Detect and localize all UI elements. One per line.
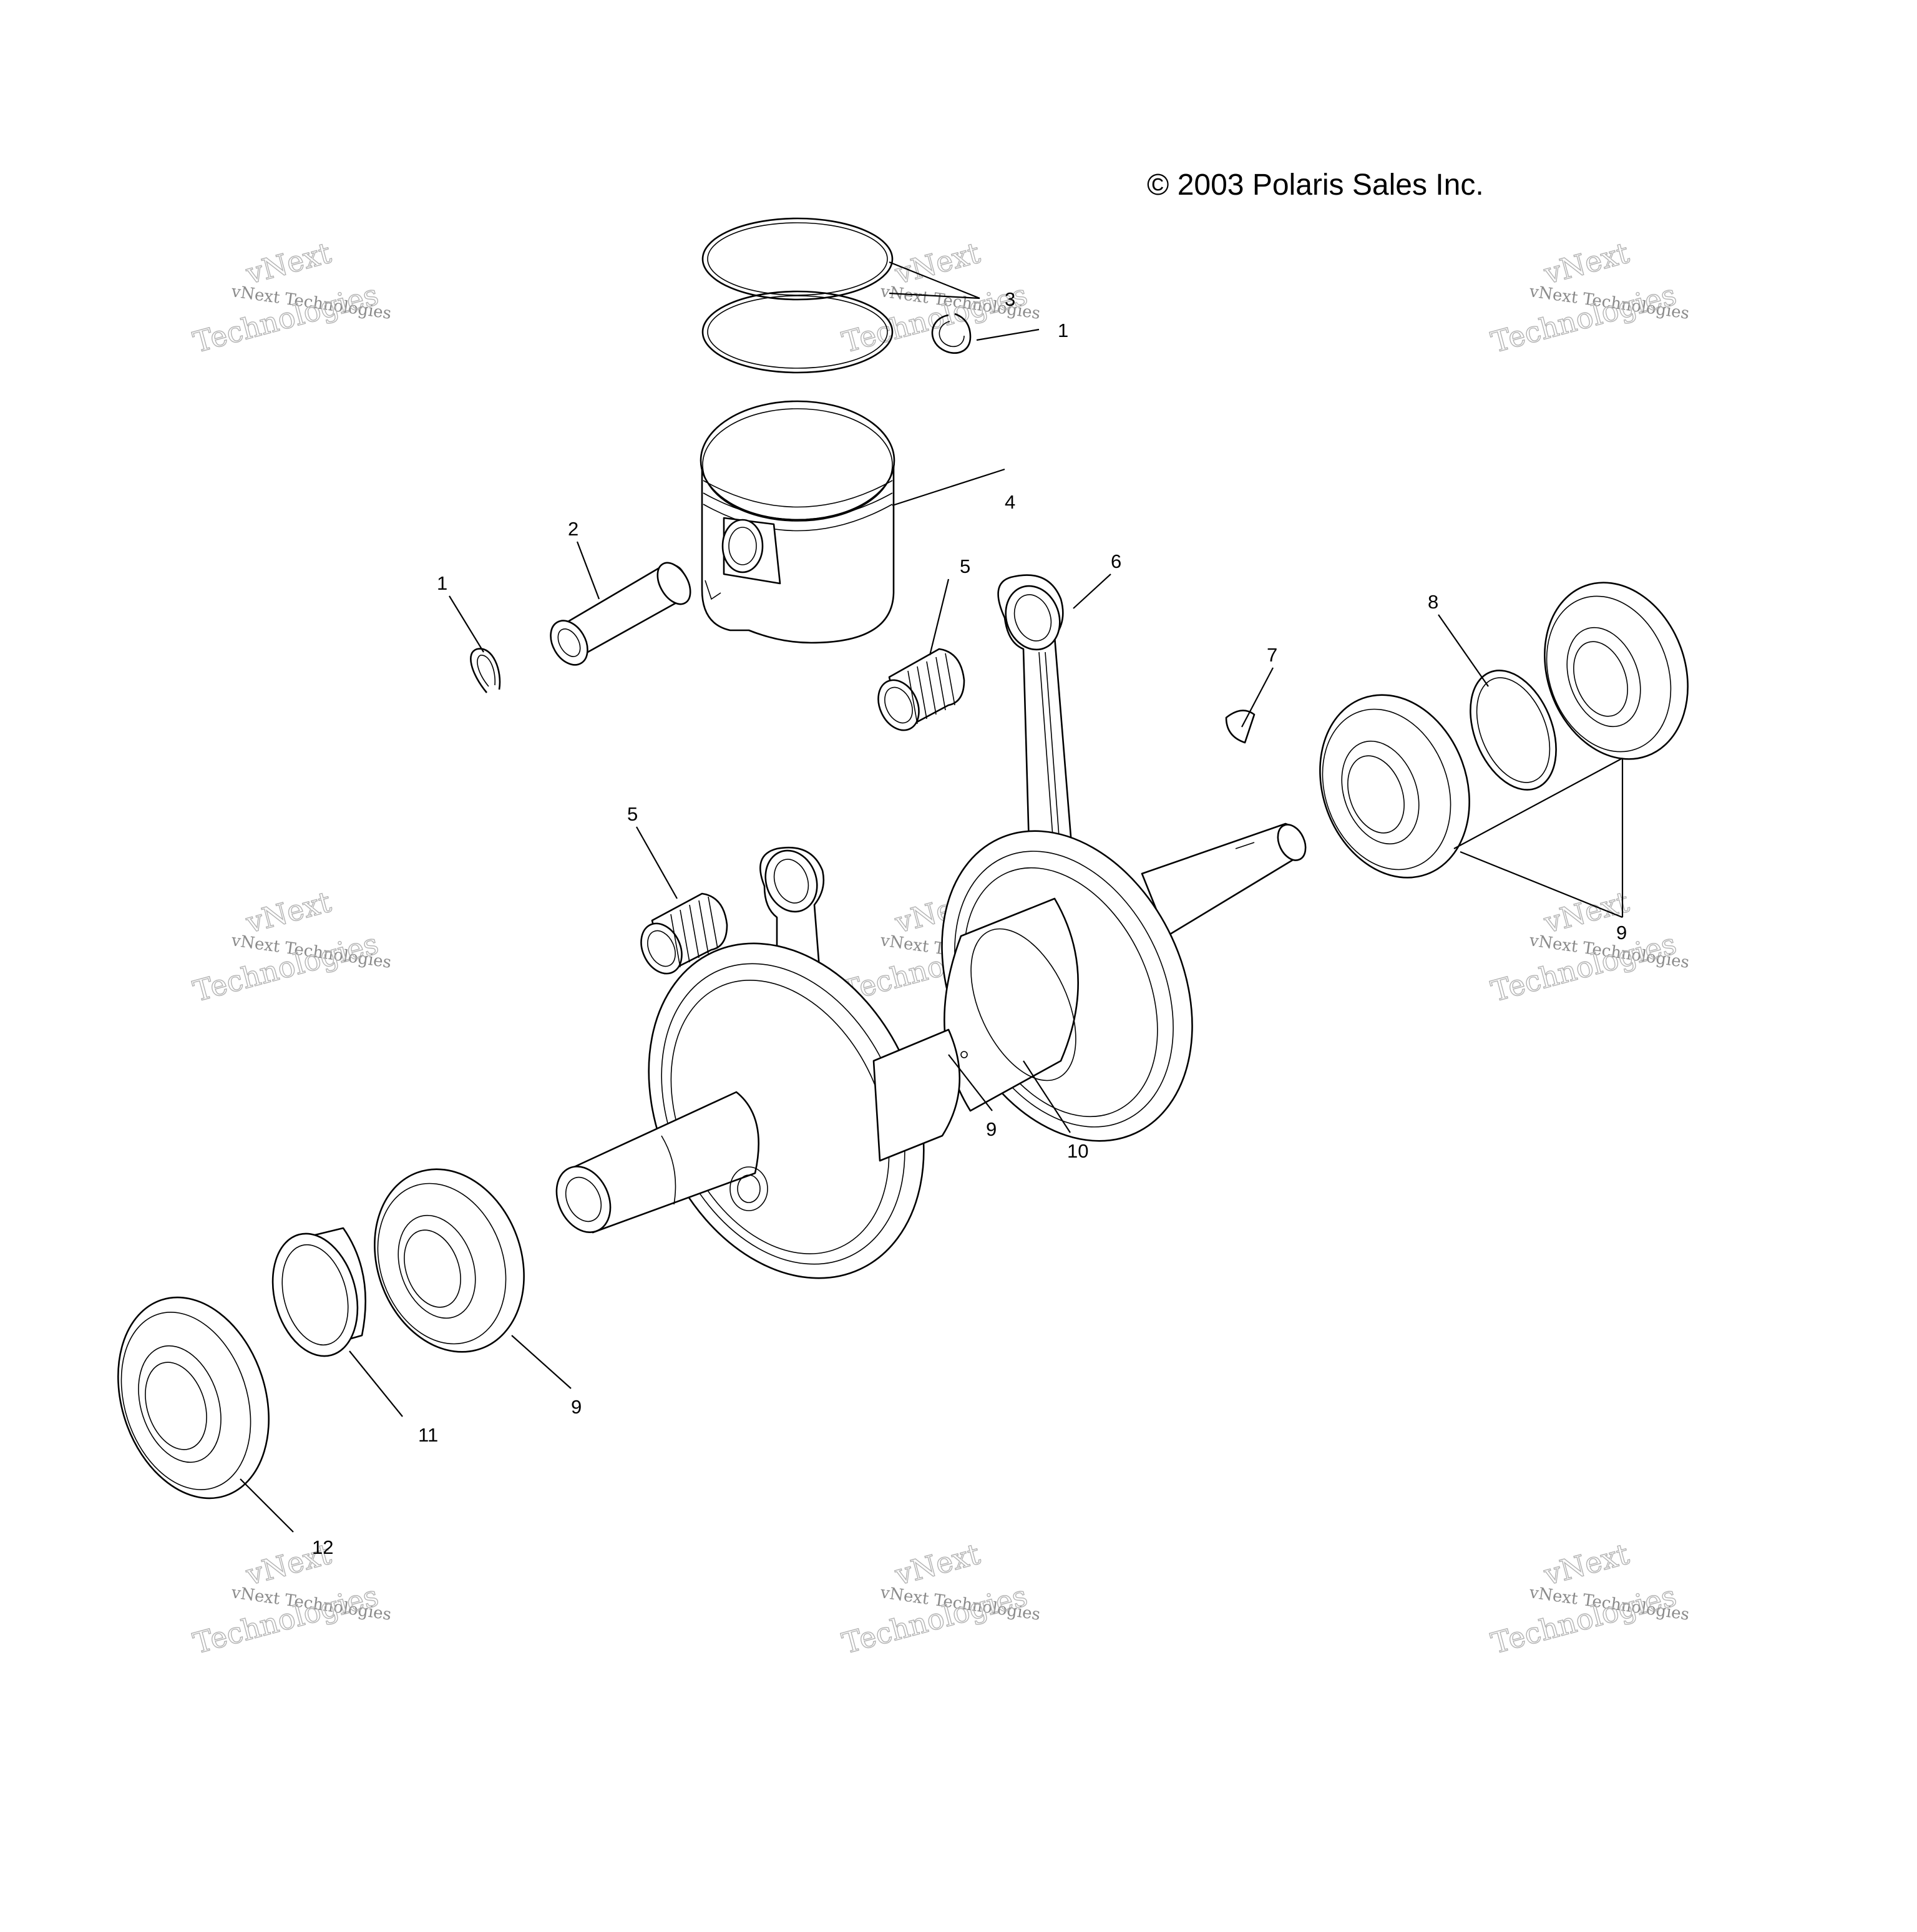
leader-lines <box>240 261 1624 1533</box>
watermark-text: vNext <box>242 236 335 291</box>
snap-ring-top-inner <box>939 321 965 348</box>
callout-spacer-ring: 11 <box>418 1424 438 1446</box>
bearing-right-far <box>1544 582 1689 760</box>
watermark-text: vNext <box>1540 236 1633 291</box>
callout-needle-bearing-lower: 5 <box>627 803 638 825</box>
watermark: vNext Technologies vNext Technologies <box>189 1536 393 1661</box>
bearing-left <box>374 1168 525 1353</box>
watermark: vNext Technologies vNext Technologies <box>838 1536 1041 1661</box>
callout-crankshaft: 10 <box>1067 1140 1088 1162</box>
callouts: 3 1 4 2 1 5 6 7 8 9 5 9 10 9 11 12 <box>312 288 1627 1558</box>
snap-ring-left <box>470 648 501 693</box>
snap-ring-top <box>931 313 972 354</box>
watermark-text: vNext <box>242 885 335 940</box>
callout-bearing-center: 9 <box>986 1118 997 1140</box>
callout-bearing-left: 9 <box>571 1396 582 1418</box>
callout-piston-pin: 2 <box>568 518 578 540</box>
watermark: vNext Technologies vNext Technologies <box>1487 235 1690 359</box>
watermark-text: vNext <box>891 236 984 291</box>
bearing-right <box>1319 694 1470 879</box>
watermark-text: vNext <box>1540 1537 1633 1592</box>
callout-bearing-right: 9 <box>1616 922 1627 944</box>
woodruff-key <box>1225 710 1256 744</box>
watermark: vNext Technologies vNext Technologies <box>1487 1536 1690 1661</box>
watermark-grid: vNext Technologies vNext Technologies vN… <box>189 235 1690 1661</box>
shim-ring <box>1470 670 1557 791</box>
callout-needle-bearing-upper: 5 <box>960 555 970 577</box>
callout-snap-ring-top: 1 <box>1058 320 1068 341</box>
spacer-ring <box>271 1227 367 1357</box>
callout-snap-ring-left: 1 <box>437 572 447 594</box>
callout-piston-rings: 3 <box>1005 288 1015 310</box>
watermark: vNext Technologies vNext Technologies <box>189 235 393 359</box>
watermark: vNext Technologies vNext Technologies <box>189 884 393 1008</box>
piston-rings <box>701 217 894 374</box>
callout-seal-left: 12 <box>312 1536 333 1558</box>
callout-connecting-rod: 6 <box>1111 550 1121 572</box>
piston <box>700 400 895 644</box>
needle-bearing-upper <box>877 648 965 731</box>
seal-left <box>117 1296 270 1500</box>
copyright-notice: © 2003 Polaris Sales Inc. <box>1147 168 1484 202</box>
crankshaft <box>555 822 1307 1279</box>
callout-shim-ring: 8 <box>1428 591 1438 613</box>
watermark-text: vNext <box>891 1537 984 1592</box>
callout-woodruff-key: 7 <box>1267 644 1277 666</box>
needle-bearing-lower <box>640 892 728 975</box>
callout-piston: 4 <box>1005 491 1015 513</box>
piston-pin <box>550 562 691 666</box>
